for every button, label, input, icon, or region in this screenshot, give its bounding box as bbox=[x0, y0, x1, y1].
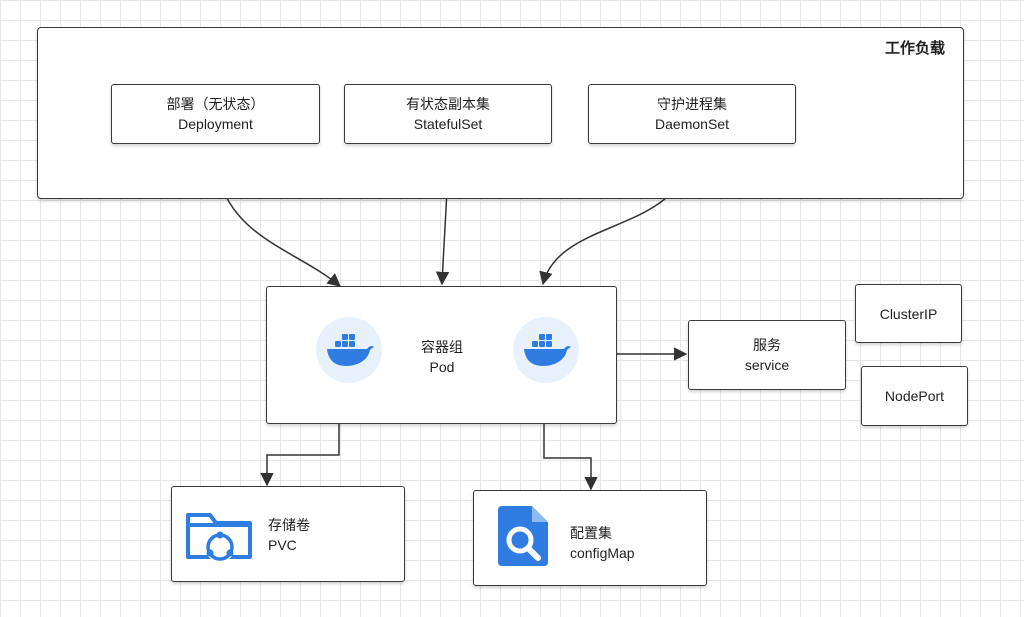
configmap-sub: configMap bbox=[570, 545, 635, 561]
pod-name: 容器组 bbox=[421, 339, 463, 355]
daemonset-node[interactable]: 守护进程集 DaemonSet bbox=[588, 84, 796, 144]
deployment-name: 部署（无状态） bbox=[166, 96, 265, 112]
service-sub: service bbox=[744, 357, 790, 373]
daemonset-sub: DaemonSet bbox=[655, 116, 729, 132]
volume-name: 存储卷 bbox=[268, 517, 310, 533]
pod-sub: Pod bbox=[429, 359, 455, 375]
nodeport-label: NodePort bbox=[884, 388, 945, 404]
statefulset-node[interactable]: 有状态副本集 StatefulSet bbox=[344, 84, 552, 144]
configmap-label: 配置集 configMap bbox=[570, 523, 635, 563]
doc-search-icon bbox=[498, 506, 548, 566]
configmap-node[interactable]: 配置集 configMap bbox=[473, 490, 707, 586]
nodeport-node[interactable]: NodePort bbox=[861, 366, 968, 426]
docker-whale-icon bbox=[513, 317, 579, 383]
service-name: 服务 bbox=[753, 337, 781, 353]
docker-whale-icon bbox=[316, 317, 382, 383]
volume-sub: PVC bbox=[268, 537, 297, 553]
volume-node[interactable]: 存储卷 PVC bbox=[171, 486, 405, 582]
folder-share-icon bbox=[186, 513, 252, 562]
workload-title: 工作负载 bbox=[884, 39, 945, 57]
deployment-node[interactable]: 部署（无状态） Deployment bbox=[111, 84, 320, 144]
pod-label: 容器组 Pod bbox=[397, 337, 487, 377]
clusterip-node[interactable]: ClusterIP bbox=[855, 284, 962, 343]
configmap-name: 配置集 bbox=[570, 525, 612, 541]
deployment-sub: Deployment bbox=[178, 116, 253, 132]
statefulset-name: 有状态副本集 bbox=[406, 96, 490, 112]
arrow-pod-to-volume bbox=[260, 424, 340, 487]
daemonset-name: 守护进程集 bbox=[657, 96, 727, 112]
pod-node[interactable]: 容器组 Pod bbox=[266, 286, 617, 424]
volume-label: 存储卷 PVC bbox=[268, 515, 310, 555]
service-node[interactable]: 服务 service bbox=[688, 320, 846, 390]
statefulset-sub: StatefulSet bbox=[413, 116, 483, 132]
clusterip-label: ClusterIP bbox=[879, 305, 938, 322]
arrow-pod-to-config bbox=[543, 424, 598, 491]
